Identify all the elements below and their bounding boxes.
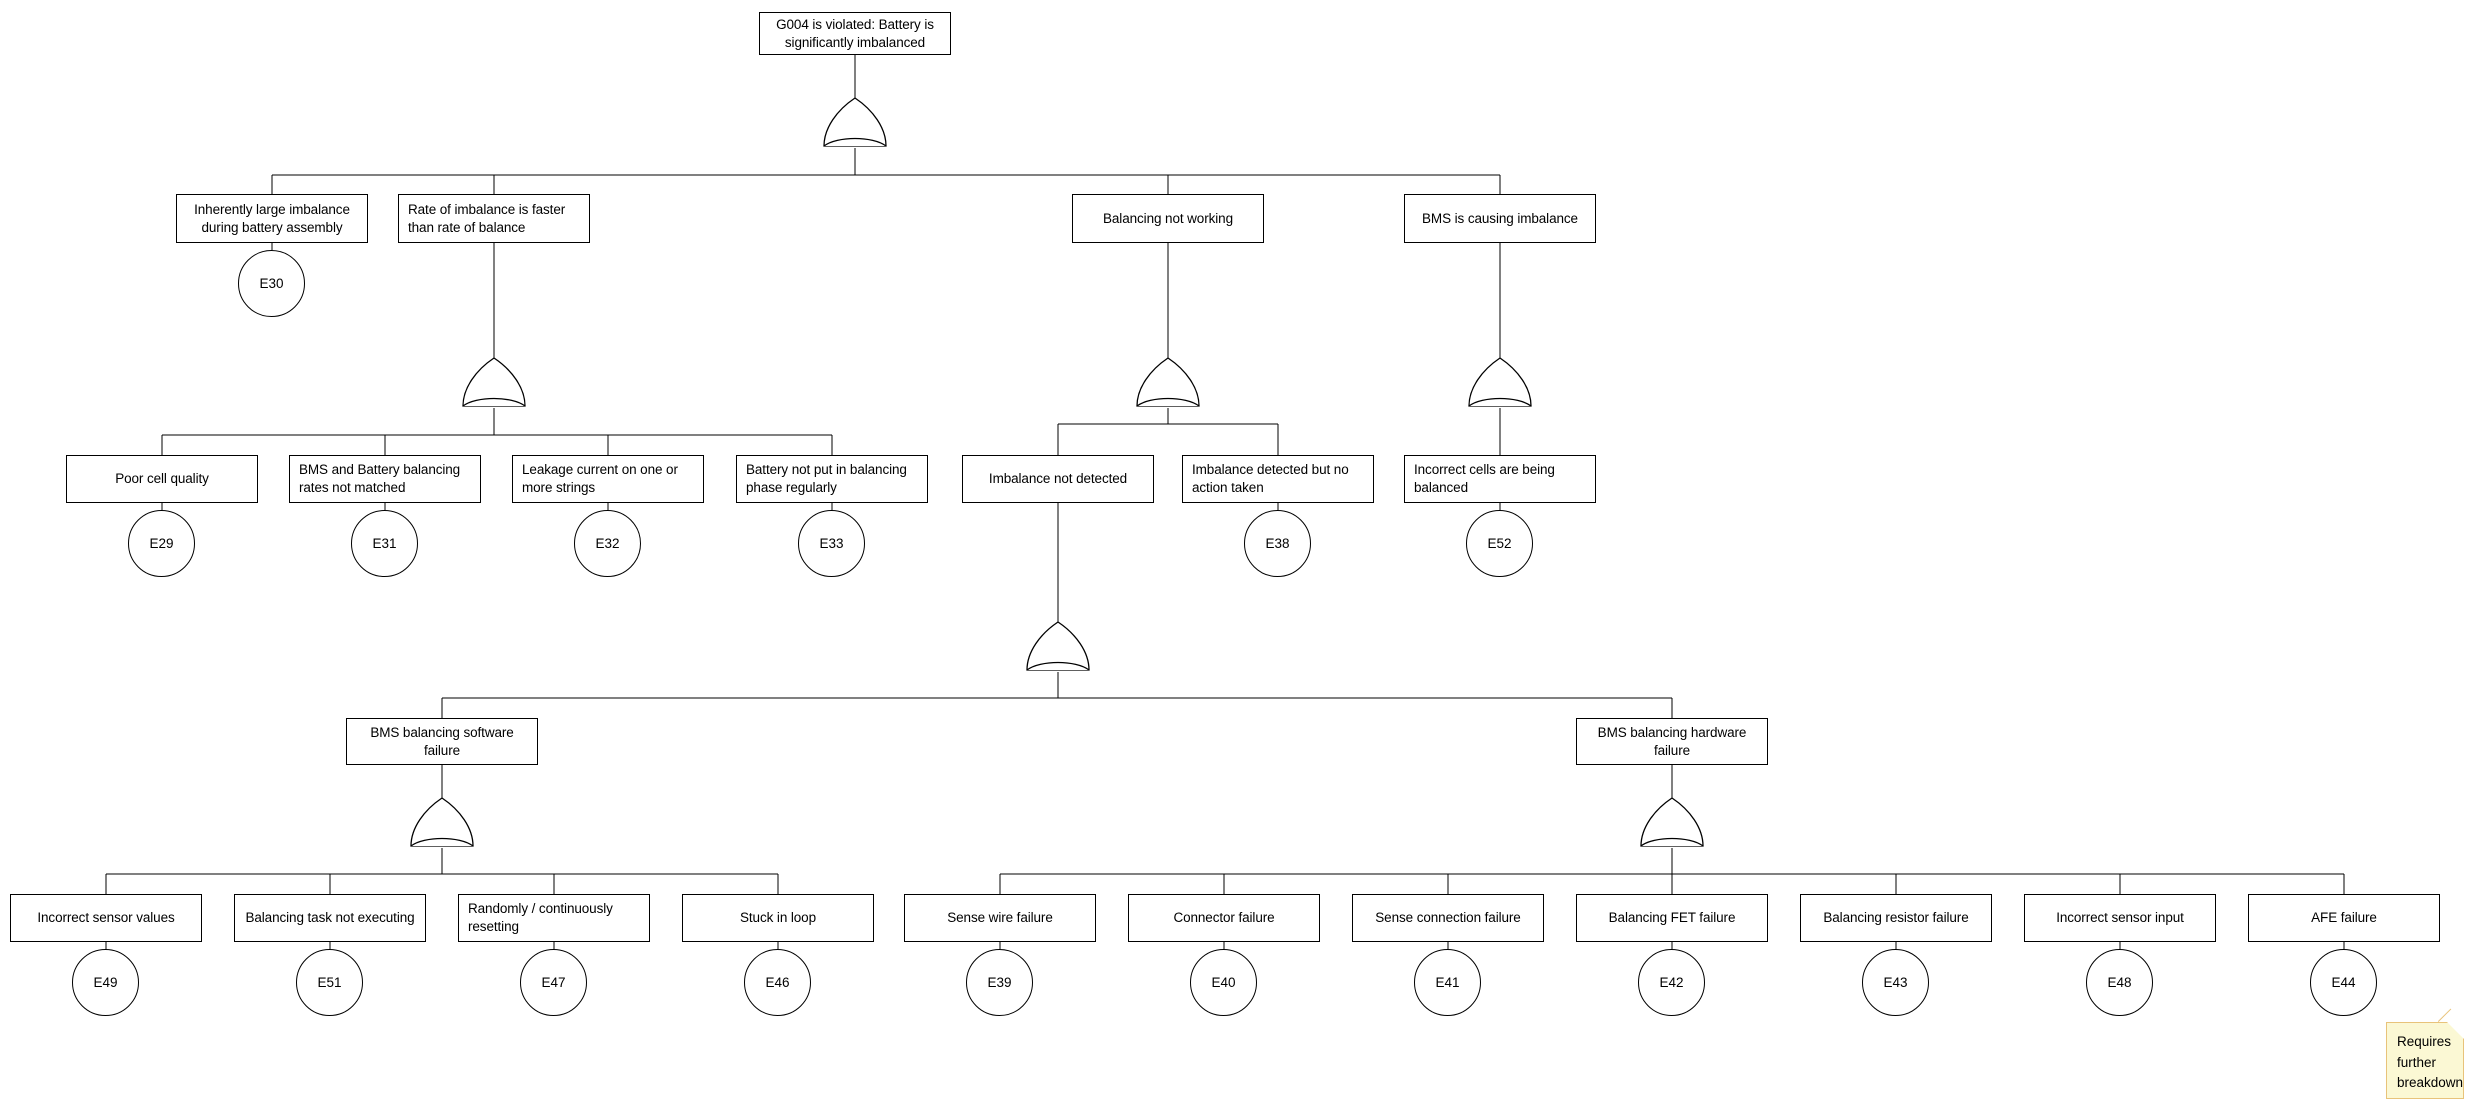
node-label: Poor cell quality [115, 471, 209, 487]
basic-event-id: E31 [372, 536, 397, 551]
basic-event-e29[interactable]: E29 [128, 510, 195, 577]
node-label: BMS and Battery balancing rates not matc… [299, 462, 461, 495]
basic-event-e43[interactable]: E43 [1862, 949, 1929, 1016]
node-label: Randomly / continuously resetting [468, 901, 613, 934]
basic-event-e51[interactable]: E51 [296, 949, 363, 1016]
basic-event-id: E41 [1435, 975, 1460, 990]
node-stuck-in-loop[interactable]: Stuck in loop [682, 894, 874, 942]
node-bms-balancing-software-failure[interactable]: BMS balancing software failure [346, 718, 538, 765]
sticky-note-requires-further-breakdown[interactable]: Requires further breakdown [2386, 1008, 2464, 1099]
or-gate-hardware-failure [1636, 796, 1708, 850]
node-incorrect-cells-balanced[interactable]: Incorrect cells are being balanced [1404, 455, 1596, 503]
basic-event-e31[interactable]: E31 [351, 510, 418, 577]
basic-event-e49[interactable]: E49 [72, 949, 139, 1016]
basic-event-e52[interactable]: E52 [1466, 510, 1533, 577]
or-gate-imbalance-not-detected [1022, 620, 1094, 674]
node-balancing-task-not-executing[interactable]: Balancing task not executing [234, 894, 426, 942]
node-sense-wire-failure[interactable]: Sense wire failure [904, 894, 1096, 942]
node-label: Sense wire failure [947, 910, 1053, 926]
node-label: Battery not put in balancing phase regul… [746, 462, 907, 495]
top-event-node[interactable]: G004 is violated: Battery is significant… [759, 12, 951, 55]
basic-event-e32[interactable]: E32 [574, 510, 641, 577]
basic-event-id: E46 [765, 975, 790, 990]
basic-event-e41[interactable]: E41 [1414, 949, 1481, 1016]
basic-event-id: E38 [1265, 536, 1290, 551]
basic-event-id: E39 [987, 975, 1012, 990]
node-label: Incorrect sensor values [37, 910, 175, 926]
node-label: Sense connection failure [1375, 910, 1521, 926]
node-sense-connection-failure[interactable]: Sense connection failure [1352, 894, 1544, 942]
node-connector-failure[interactable]: Connector failure [1128, 894, 1320, 942]
basic-event-id: E44 [2331, 975, 2356, 990]
node-randomly-continuously-resetting[interactable]: Randomly / continuously resetting [458, 894, 650, 942]
basic-event-e30[interactable]: E30 [238, 250, 305, 317]
basic-event-id: E49 [93, 975, 118, 990]
node-balancing-fet-failure[interactable]: Balancing FET failure [1576, 894, 1768, 942]
node-imbalance-not-detected[interactable]: Imbalance not detected [962, 455, 1154, 503]
basic-event-e39[interactable]: E39 [966, 949, 1033, 1016]
node-label: Incorrect cells are being balanced [1414, 462, 1555, 495]
node-label: BMS balancing hardware failure [1597, 724, 1747, 758]
node-label: Stuck in loop [740, 910, 816, 926]
basic-event-id: E52 [1487, 536, 1512, 551]
basic-event-id: E32 [595, 536, 620, 551]
node-afe-failure[interactable]: AFE failure [2248, 894, 2440, 942]
node-label: Rate of imbalance is faster than rate of… [408, 201, 566, 235]
node-incorrect-sensor-input[interactable]: Incorrect sensor input [2024, 894, 2216, 942]
or-gate-rate-of-imbalance [458, 356, 530, 410]
node-balancing-not-working[interactable]: Balancing not working [1072, 194, 1264, 243]
basic-event-id: E33 [819, 536, 844, 551]
node-label: BMS balancing software failure [370, 724, 514, 758]
note-fold-icon [2447, 1022, 2464, 1039]
node-label: Imbalance detected but no action taken [1192, 462, 1349, 495]
node-label: Balancing resistor failure [1823, 910, 1969, 926]
node-label: BMS is causing imbalance [1422, 210, 1578, 226]
basic-event-id: E40 [1211, 975, 1236, 990]
node-label: Imbalance not detected [988, 471, 1128, 487]
or-gate-bms-causing-imbalance [1464, 356, 1536, 410]
basic-event-e42[interactable]: E42 [1638, 949, 1705, 1016]
node-inherently-large-imbalance[interactable]: Inherently large imbalance during batter… [176, 194, 368, 243]
node-bms-battery-rates-not-matched[interactable]: BMS and Battery balancing rates not matc… [289, 455, 481, 503]
basic-event-id: E29 [149, 536, 174, 551]
node-label: Balancing task not executing [245, 910, 415, 926]
or-gate-top [819, 96, 891, 150]
basic-event-id: E43 [1883, 975, 1908, 990]
node-label: Incorrect sensor input [2056, 910, 2184, 926]
basic-event-id: E51 [317, 975, 342, 990]
sticky-note-text: Requires further breakdown [2397, 1034, 2464, 1091]
node-label: Balancing FET failure [1608, 910, 1736, 926]
basic-event-e46[interactable]: E46 [744, 949, 811, 1016]
basic-event-e48[interactable]: E48 [2086, 949, 2153, 1016]
basic-event-e44[interactable]: E44 [2310, 949, 2377, 1016]
node-leakage-current[interactable]: Leakage current on one or more strings [512, 455, 704, 503]
basic-event-id: E47 [541, 975, 566, 990]
node-battery-not-in-balancing-phase[interactable]: Battery not put in balancing phase regul… [736, 455, 928, 503]
or-gate-balancing-not-working [1132, 356, 1204, 410]
node-incorrect-sensor-values[interactable]: Incorrect sensor values [10, 894, 202, 942]
node-bms-causing-imbalance[interactable]: BMS is causing imbalance [1404, 194, 1596, 243]
node-label: Balancing not working [1103, 210, 1233, 226]
basic-event-e38[interactable]: E38 [1244, 510, 1311, 577]
basic-event-e40[interactable]: E40 [1190, 949, 1257, 1016]
node-label: Connector failure [1173, 910, 1275, 926]
node-imbalance-detected-no-action[interactable]: Imbalance detected but no action taken [1182, 455, 1374, 503]
node-rate-of-imbalance[interactable]: Rate of imbalance is faster than rate of… [398, 194, 590, 243]
node-balancing-resistor-failure[interactable]: Balancing resistor failure [1800, 894, 1992, 942]
basic-event-e47[interactable]: E47 [520, 949, 587, 1016]
basic-event-e33[interactable]: E33 [798, 510, 865, 577]
node-poor-cell-quality[interactable]: Poor cell quality [66, 455, 258, 503]
node-label: Inherently large imbalance during batter… [194, 201, 350, 235]
node-label: AFE failure [2311, 910, 2377, 926]
node-label: Leakage current on one or more strings [522, 462, 678, 495]
top-event-label: G004 is violated: Battery is significant… [776, 16, 934, 50]
basic-event-id: E30 [259, 276, 284, 291]
node-bms-balancing-hardware-failure[interactable]: BMS balancing hardware failure [1576, 718, 1768, 765]
basic-event-id: E42 [1659, 975, 1684, 990]
basic-event-id: E48 [2107, 975, 2132, 990]
or-gate-software-failure [406, 796, 478, 850]
